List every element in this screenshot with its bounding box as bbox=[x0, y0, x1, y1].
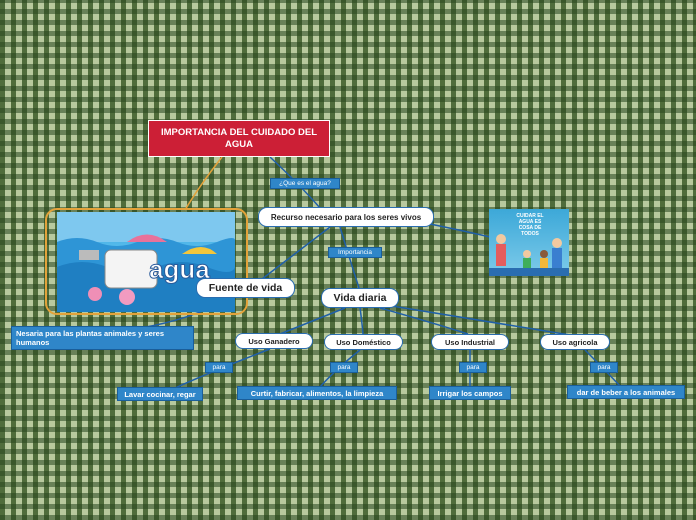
node-fuente-de-vida[interactable]: Fuente de vida bbox=[196, 278, 295, 298]
line-vida-agricola bbox=[391, 305, 571, 336]
tag-importancia[interactable]: Importancia bbox=[328, 247, 382, 258]
tag-para-agricola[interactable]: para bbox=[590, 362, 618, 373]
node-lavar[interactable]: Lavar cocinar, regar bbox=[117, 387, 203, 401]
tag-para-ganadero[interactable]: para bbox=[205, 362, 233, 373]
node-beber[interactable]: dar de beber a los animales bbox=[567, 385, 685, 399]
children-illustration bbox=[489, 234, 569, 276]
root-label: IMPORTANCIA DEL CUIDADO DEL AGUA bbox=[160, 126, 318, 150]
tag-que-es-el-agua[interactable]: ¿Que es el agua? bbox=[270, 178, 340, 189]
node-uso-domestico[interactable]: Uso Doméstico bbox=[324, 334, 403, 350]
node-irrigar[interactable]: Irrigar los campos bbox=[429, 386, 511, 400]
line-recurso-fuente bbox=[261, 226, 331, 280]
book-title-text: CUIDAR EL AGUA ES COSA DE TODOS bbox=[516, 213, 544, 237]
line-vida-domestico bbox=[359, 307, 364, 335]
node-uso-industrial[interactable]: Uso Industrial bbox=[431, 334, 509, 350]
node-plantas[interactable]: Nesaria para las plantas animales y sere… bbox=[11, 326, 194, 350]
agua-image-frame bbox=[45, 208, 248, 315]
line-recurso-vida bbox=[339, 226, 360, 289]
line-root-image bbox=[184, 156, 223, 211]
node-curtir[interactable]: Curtir, fabricar, alimentos, la limpieza bbox=[237, 386, 397, 400]
node-uso-agricola[interactable]: Uso agricola bbox=[540, 334, 610, 350]
root-node[interactable]: IMPORTANCIA DEL CUIDADO DEL AGUA bbox=[148, 120, 330, 157]
node-recurso[interactable]: Recurso necesario para los seres vivos bbox=[258, 207, 434, 227]
node-vida-diaria[interactable]: Vida diaria bbox=[321, 288, 399, 308]
agua-illustration: agua bbox=[57, 212, 235, 312]
tag-para-domestico[interactable]: para bbox=[330, 362, 358, 373]
tag-para-industrial[interactable]: para bbox=[459, 362, 487, 373]
line-vida-ganadero bbox=[279, 307, 346, 335]
node-uso-ganadero[interactable]: Uso Ganadero bbox=[235, 333, 313, 349]
book-image[interactable]: CUIDAR EL AGUA ES COSA DE TODOS bbox=[489, 209, 569, 276]
line-vida-industrial bbox=[379, 307, 469, 335]
